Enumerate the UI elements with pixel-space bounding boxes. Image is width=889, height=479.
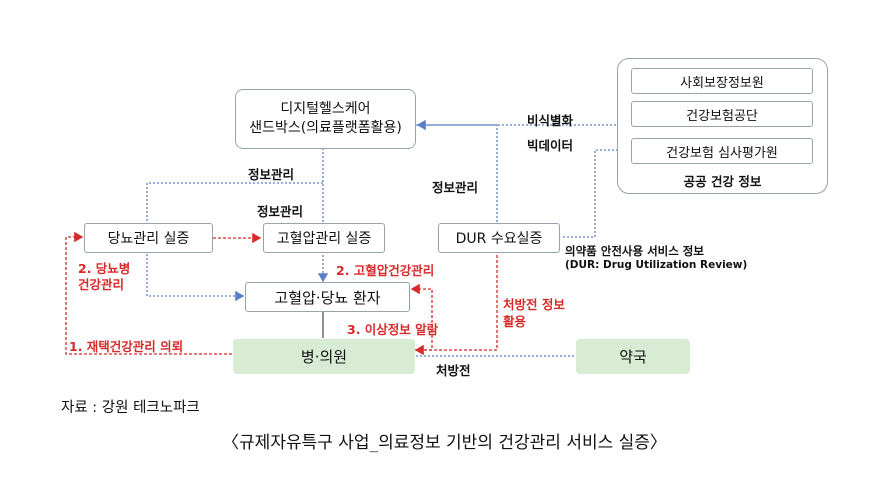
line-sandbox-dur bbox=[416, 124, 498, 222]
pharmacy-box: 약국 bbox=[576, 339, 690, 374]
digital-sandbox-title: 디지털헬스케어 bbox=[280, 101, 371, 117]
label-dur-desc-2: (DUR: Drug Utilization Review) bbox=[565, 259, 748, 271]
diabetes-box: 당뇨관리 실증 bbox=[84, 223, 213, 253]
source-note: 자료 : 강원 테크노파크 bbox=[61, 400, 200, 416]
dur-box: DUR 수요실증 bbox=[438, 223, 560, 253]
label-step1: 1. 재택건강관리 의뢰 bbox=[69, 339, 184, 354]
line-rx-info bbox=[414, 255, 498, 356]
hospital-box: 병·의원 bbox=[233, 339, 415, 374]
label-bigdata: 빅데이터 bbox=[527, 138, 574, 153]
line-step1 bbox=[65, 231, 232, 355]
public-item-ssis: 사회보장정보원 bbox=[631, 68, 813, 94]
label-step2-1: 2. 당뇨병 bbox=[78, 261, 131, 276]
public-item-hira: 건강보험 심사평가원 bbox=[631, 138, 813, 164]
label-rx-info-1: 처방전 정보 bbox=[503, 297, 565, 312]
label-step2-2: 건강관리 bbox=[78, 277, 125, 292]
label-deidentify: 비식별화 bbox=[527, 113, 574, 128]
patient-box: 고혈압·당뇨 환자 bbox=[245, 282, 410, 312]
label-rx: 처방전 bbox=[436, 363, 471, 378]
label-step3: 3. 이상정보 알람 bbox=[347, 322, 439, 337]
public-item-nhis: 건강보험공단 bbox=[631, 101, 813, 127]
line-sandbox-diabetes bbox=[146, 182, 323, 222]
figure-caption: 〈규제자유특구 사업_의료정보 기반의 건강관리 서비스 실증〉 bbox=[222, 433, 667, 453]
hypertension-box: 고혈압관리 실증 bbox=[263, 223, 385, 253]
public-info-panel: 사회보장정보원 건강보험공단 건강보험 심사평가원 공공 건강 정보 bbox=[617, 58, 828, 194]
line-diabetes-patient bbox=[146, 254, 245, 302]
label-dur-desc-1: 의약품 안전사용 서비스 정보 bbox=[565, 244, 704, 258]
label-rx-info-2: 활용 bbox=[503, 314, 527, 329]
digital-sandbox-subtitle: 샌드박스(의료플랫폼활용) bbox=[249, 120, 402, 136]
label-step2b: 2. 고혈압건강관리 bbox=[336, 263, 435, 278]
line-public-bigdata bbox=[562, 149, 630, 238]
public-panel-title: 공공 건강 정보 bbox=[683, 174, 762, 189]
digital-sandbox-box: 디지털헬스케어 샌드박스(의료플랫폼활용) bbox=[235, 89, 416, 149]
label-info-mgmt-3: 정보관리 bbox=[432, 180, 479, 195]
label-info-mgmt-1: 정보관리 bbox=[248, 167, 295, 182]
label-info-mgmt-2: 정보관리 bbox=[257, 204, 304, 219]
